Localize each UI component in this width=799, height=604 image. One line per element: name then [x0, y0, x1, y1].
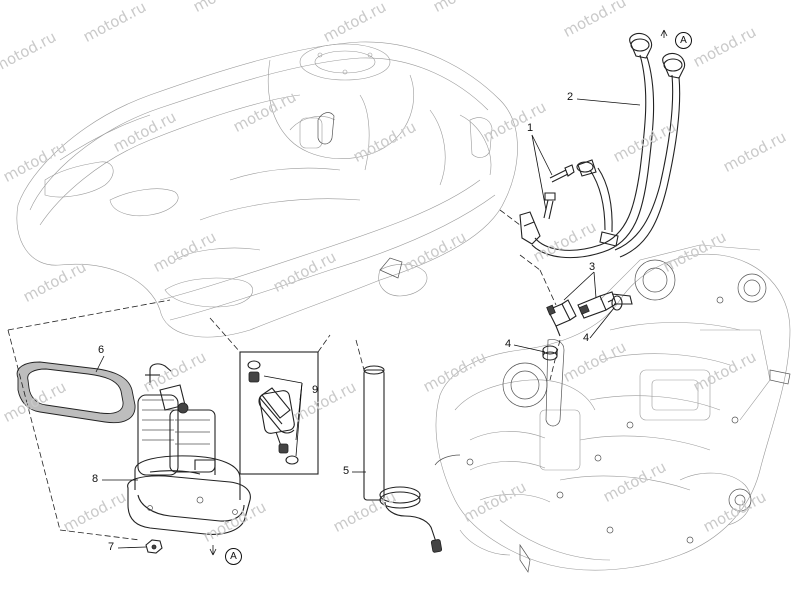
callout-1: 1 [527, 122, 534, 134]
fuel-pump [127, 363, 251, 535]
engine-bolts [466, 296, 739, 544]
callout-4-left: 4 [505, 338, 512, 350]
reference-marker-bottom: A [225, 548, 242, 565]
callout-8: 8 [92, 473, 99, 485]
hose-clamp-right [607, 295, 623, 311]
callout-4-right: 4 [583, 332, 590, 344]
callout-6: 6 [98, 344, 105, 356]
hose-connector-upper-left [629, 32, 653, 59]
reference-arrows [209, 29, 668, 556]
reference-marker-top: A [675, 32, 692, 49]
callout-5: 5 [343, 465, 350, 477]
engine-block [434, 244, 791, 573]
fuel-filter-kit [239, 351, 319, 475]
screw-upper [549, 164, 575, 183]
callout-7: 7 [108, 541, 115, 553]
hose-connector-lower [519, 211, 541, 245]
quick-coupling-right [577, 291, 633, 319]
callout-3: 3 [589, 261, 596, 273]
pump-nut [145, 539, 163, 554]
fuel-level-tube [363, 365, 443, 553]
hose-clamp-left [542, 345, 558, 361]
callout-2: 2 [567, 91, 574, 103]
callout-9: 9 [312, 384, 319, 396]
fuel-tank [16, 41, 518, 338]
explosion-lines [7, 209, 561, 541]
leader-lines [95, 98, 641, 549]
fuel-hose-assembly [519, 32, 686, 259]
pump-gasket [16, 361, 136, 424]
hose-connector-upper-right [662, 52, 686, 79]
quick-coupling-left [546, 299, 577, 337]
